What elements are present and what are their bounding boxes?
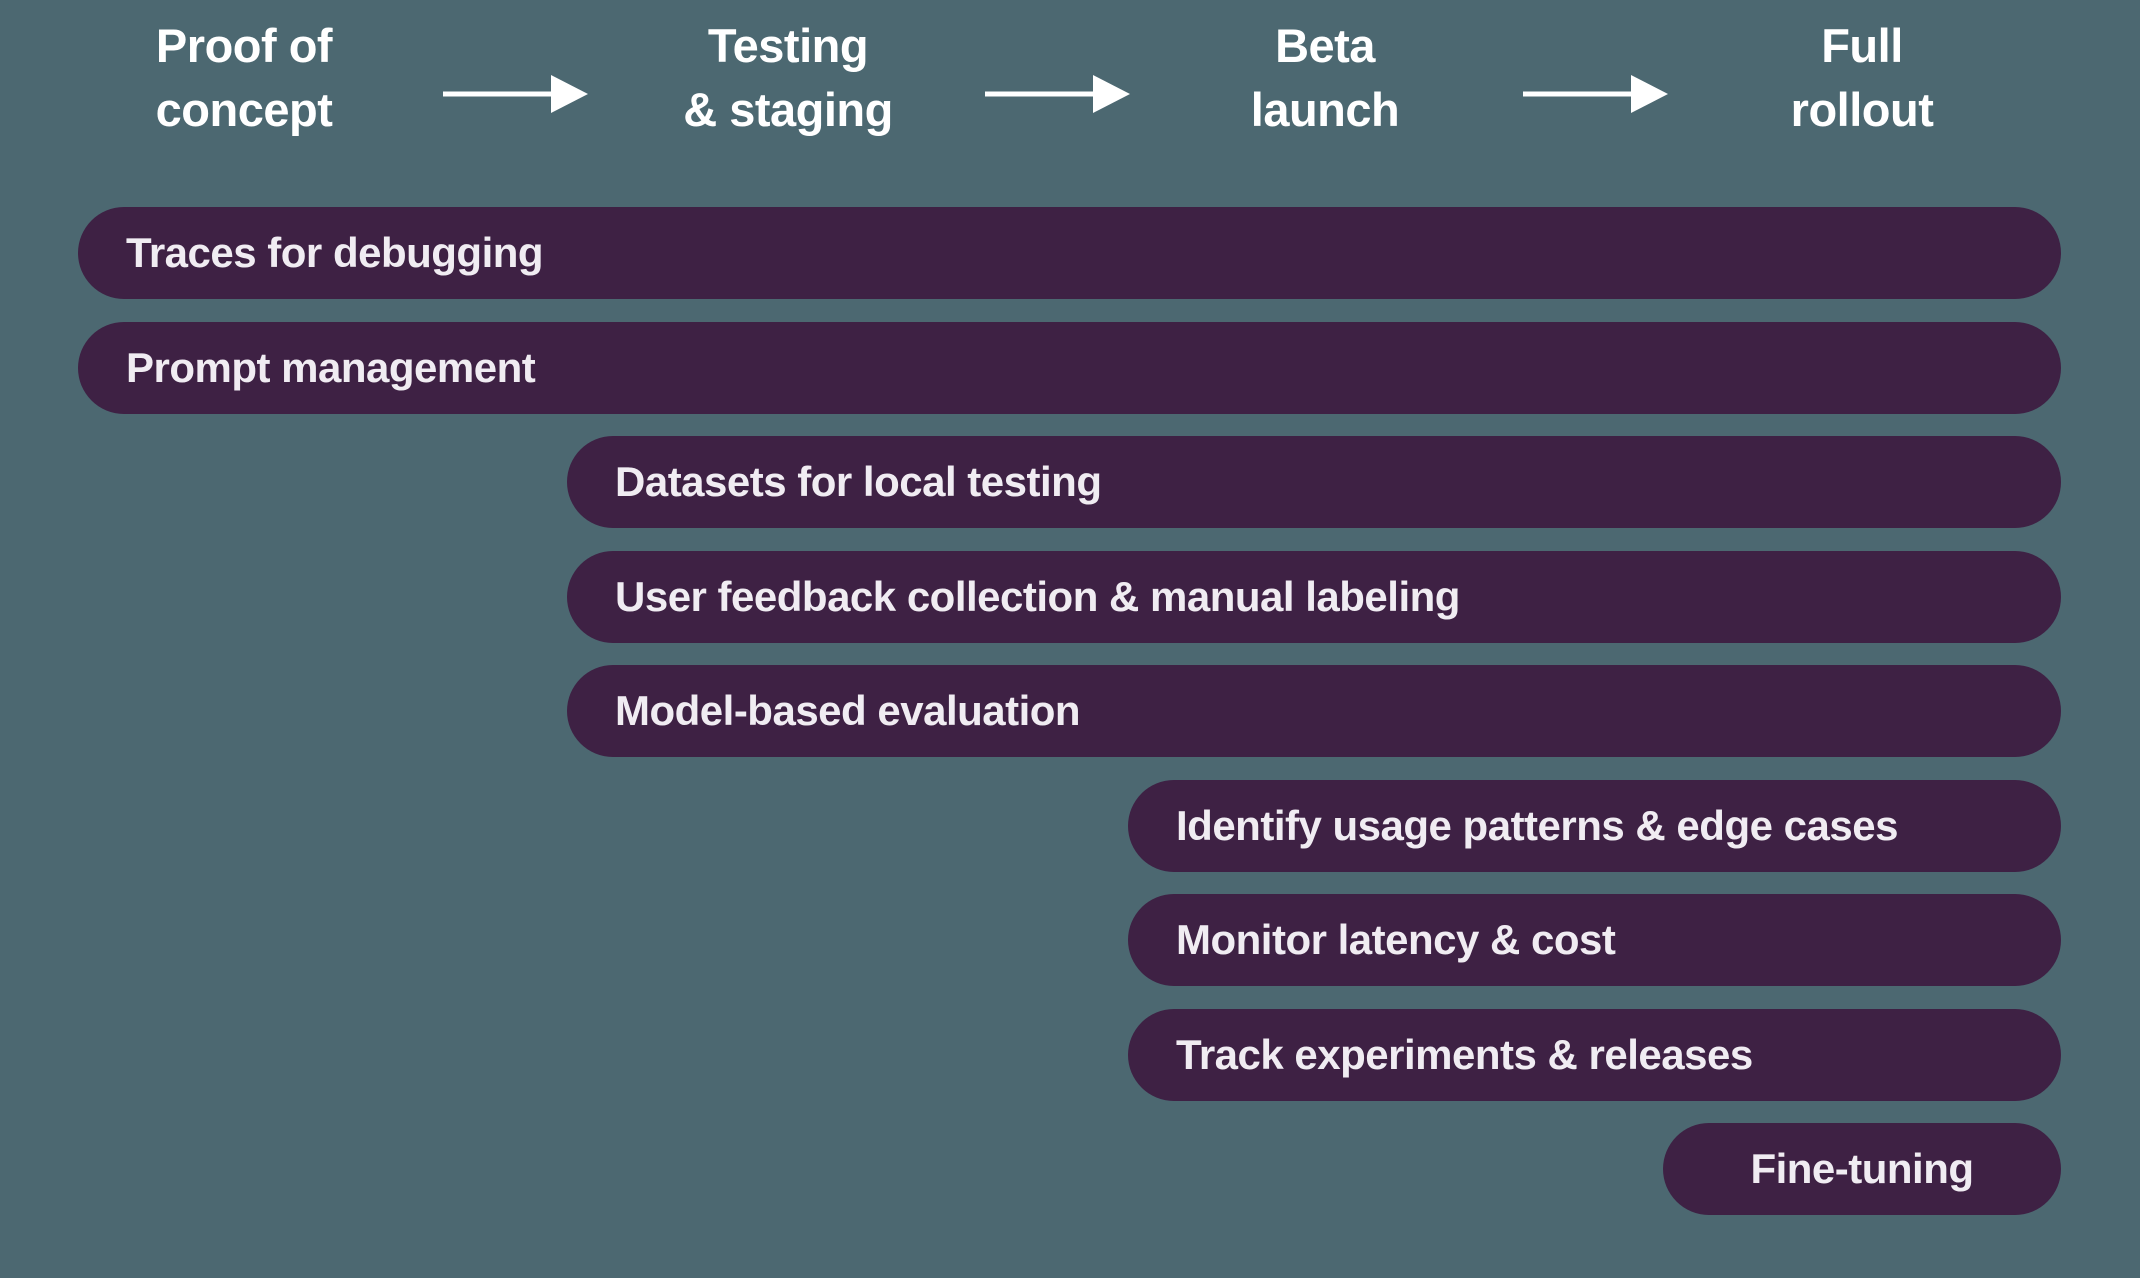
bar-label: Model-based evaluation bbox=[615, 687, 1081, 734]
bar-label: Datasets for local testing bbox=[615, 458, 1102, 505]
bar-monitor-latency-cost: Monitor latency & cost bbox=[1128, 894, 2061, 986]
bar-user-feedback-collection-manual-labeling: User feedback collection & manual labeli… bbox=[567, 551, 2061, 643]
stage-label-line: Testing bbox=[707, 19, 869, 72]
bar-label: User feedback collection & manual labeli… bbox=[615, 573, 1460, 620]
bar-traces-for-debugging: Traces for debugging bbox=[78, 207, 2061, 299]
bar-label: Identify usage patterns & edge cases bbox=[1176, 802, 1898, 849]
arrow-right-icon bbox=[443, 75, 588, 113]
stage-full-rollout: Full rollout bbox=[1791, 14, 1934, 142]
stage-label-line: & staging bbox=[683, 83, 893, 136]
bar-label: Prompt management bbox=[126, 344, 536, 391]
stage-label-line: rollout bbox=[1790, 83, 1934, 136]
stage-testing-staging: Testing & staging bbox=[683, 14, 893, 142]
stage-label-line: Beta bbox=[1275, 19, 1375, 72]
bar-fine-tuning: Fine-tuning bbox=[1663, 1123, 2061, 1215]
bar-track-experiments-releases: Track experiments & releases bbox=[1128, 1009, 2061, 1101]
bar-label: Fine-tuning bbox=[1750, 1145, 1974, 1192]
bar-label: Track experiments & releases bbox=[1176, 1031, 1753, 1078]
bar-label: Traces for debugging bbox=[126, 229, 544, 276]
stage-label-line: concept bbox=[155, 83, 333, 136]
stage-label-line: Full bbox=[1821, 19, 1903, 72]
stage-beta-launch: Beta launch bbox=[1250, 14, 1400, 142]
bar-prompt-management: Prompt management bbox=[78, 322, 2061, 414]
stage-label-line: Proof of bbox=[155, 19, 333, 72]
arrow-right-icon bbox=[1523, 75, 1668, 113]
stage-proof-of-concept: Proof of concept bbox=[156, 14, 333, 142]
bar-identify-usage-patterns-edge-cases: Identify usage patterns & edge cases bbox=[1128, 780, 2061, 872]
bar-datasets-for-local-testing: Datasets for local testing bbox=[567, 436, 2061, 528]
bar-model-based-evaluation: Model-based evaluation bbox=[567, 665, 2061, 757]
stage-label-line: launch bbox=[1250, 83, 1400, 136]
arrow-right-icon bbox=[985, 75, 1130, 113]
bar-label: Monitor latency & cost bbox=[1176, 916, 1616, 963]
